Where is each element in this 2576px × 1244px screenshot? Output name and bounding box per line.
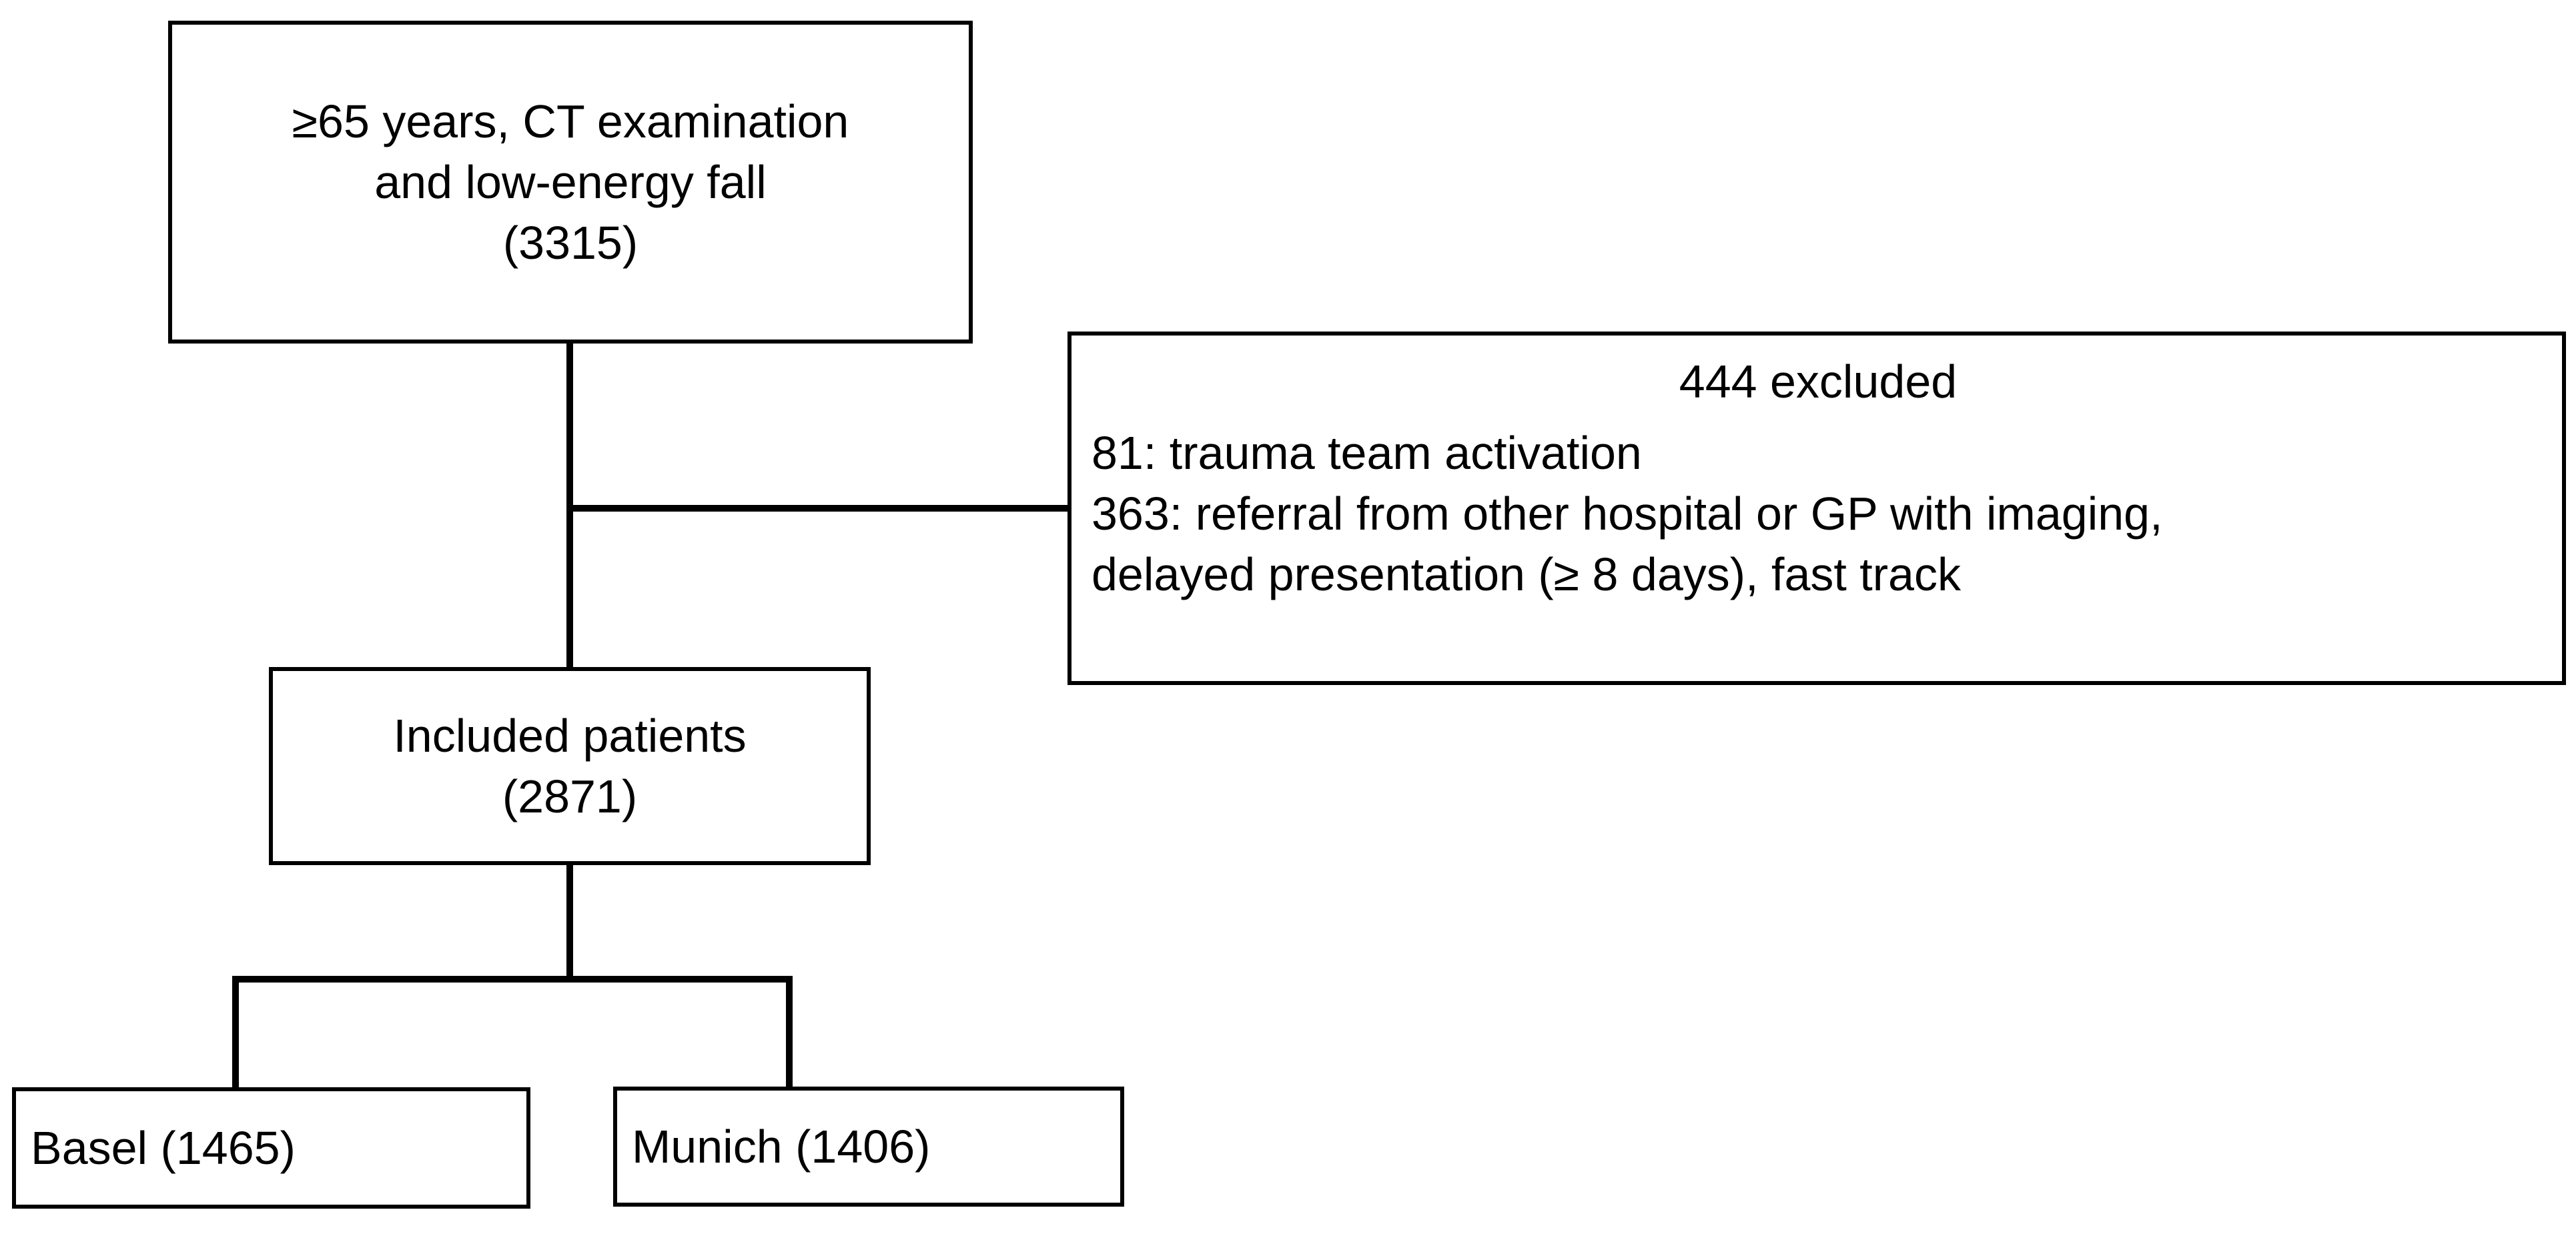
excluded-reason-2: 363: referral from other hospital or GP … xyxy=(1092,488,2163,540)
munich-site-box: Munich (1406) xyxy=(613,1087,1124,1207)
eligibility-line-1: ≥65 years, CT examination xyxy=(292,95,849,147)
eligibility-criteria-box: ≥65 years, CT examination and low-energy… xyxy=(168,21,973,344)
connector-drop-to-munich xyxy=(786,976,793,1090)
included-patients-box: Included patients (2871) xyxy=(269,667,871,865)
eligibility-count: (3315) xyxy=(502,216,638,269)
munich-label: Munich (1406) xyxy=(632,1120,931,1173)
included-label: Included patients xyxy=(393,709,747,762)
connector-included-split-stem xyxy=(566,862,573,983)
connector-branch-to-excluded xyxy=(566,505,1070,512)
excluded-heading: 444 excluded xyxy=(1679,356,1958,408)
excluded-reason-2-continued: delayed presentation (≥ 8 days), fast tr… xyxy=(1092,548,1961,600)
eligibility-line-2: and low-energy fall xyxy=(374,155,767,208)
excluded-reason-1: 81: trauma team activation xyxy=(1092,427,1642,479)
excluded-patients-box: 444 excluded 81: trauma team activation … xyxy=(1067,332,2566,685)
connector-split-bar xyxy=(232,976,793,983)
included-count: (2871) xyxy=(502,770,638,822)
connector-drop-to-basel xyxy=(232,976,239,1091)
basel-label: Basel (1465) xyxy=(31,1121,296,1174)
basel-site-box: Basel (1465) xyxy=(12,1087,530,1209)
